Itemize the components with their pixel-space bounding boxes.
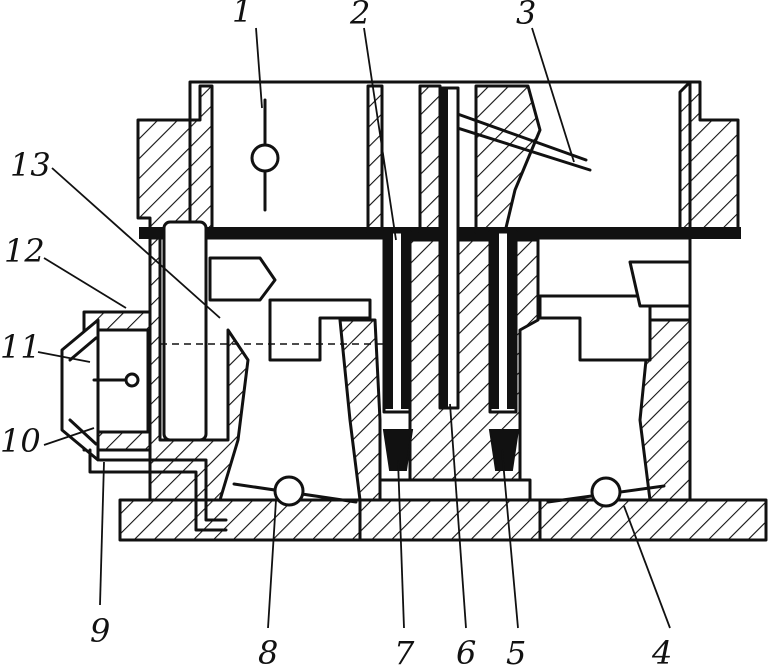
callout-8: 8 bbox=[258, 634, 278, 666]
main-jets bbox=[382, 429, 520, 471]
callout-12: 12 bbox=[4, 232, 45, 270]
choke-lever-rod bbox=[446, 110, 592, 172]
emulsion-tubes bbox=[382, 86, 518, 414]
callout-labels: 1 2 3 4 5 6 7 8 9 10 11 12 13 bbox=[0, 0, 672, 666]
callout-6: 6 bbox=[456, 634, 476, 666]
callout-1: 1 bbox=[232, 0, 252, 30]
callout-11: 11 bbox=[0, 328, 41, 366]
throttle-valve-left bbox=[232, 475, 358, 507]
air-damper bbox=[250, 98, 280, 212]
callout-2: 2 bbox=[349, 0, 370, 32]
carburetor-body bbox=[148, 220, 692, 502]
callout-7: 7 bbox=[394, 634, 415, 666]
callout-13: 13 bbox=[10, 146, 51, 184]
throttle-body-flange bbox=[118, 478, 768, 542]
throttle-valve-right bbox=[546, 476, 666, 508]
needle-valve-unit bbox=[60, 310, 228, 532]
callout-3: 3 bbox=[516, 0, 536, 32]
callout-4: 4 bbox=[651, 634, 672, 666]
callout-9: 9 bbox=[90, 612, 110, 650]
callout-leaders bbox=[37, 27, 671, 629]
callout-10: 10 bbox=[0, 422, 41, 460]
callout-5: 5 bbox=[506, 634, 526, 666]
